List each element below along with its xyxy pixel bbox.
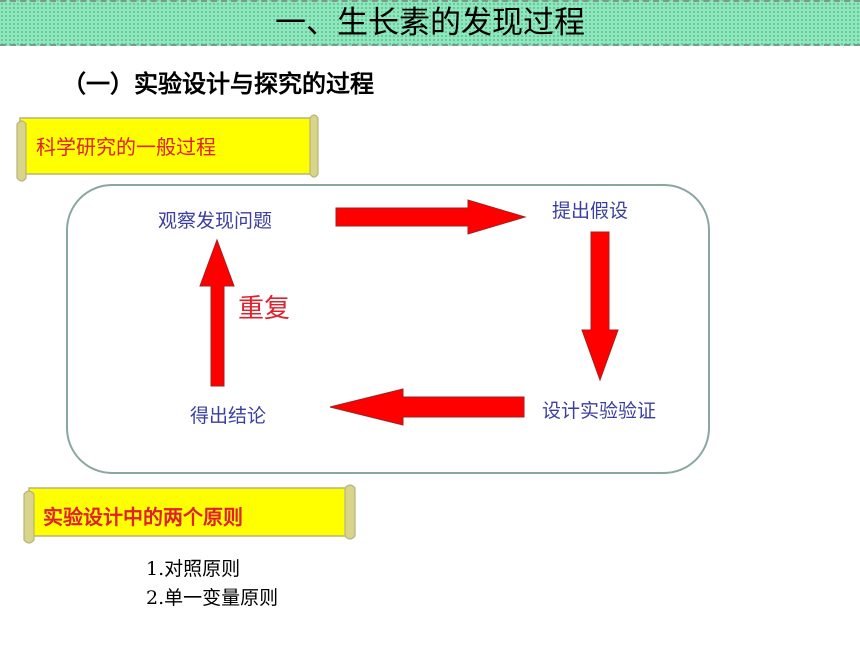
principles-list: 1.对照原则 2.单一变量原则 — [146, 555, 278, 613]
node-observe: 观察发现问题 — [158, 210, 273, 232]
node-conclusion: 得出结论 — [190, 405, 267, 427]
scroll-banner-research — [16, 114, 319, 182]
scroll-banner-principles — [23, 484, 356, 544]
section-subtitle: （一）实验设计与探究的过程 — [62, 70, 374, 98]
node-hypothesis: 提出假设 — [552, 200, 629, 222]
banner-principles-label: 实验设计中的两个原则 — [43, 505, 243, 529]
arrow-up — [199, 238, 235, 387]
repeat-label: 重复 — [238, 294, 291, 324]
principle-item: 1.对照原则 — [146, 558, 241, 580]
banner-research-label: 科学研究的一般过程 — [36, 135, 216, 159]
node-experiment: 设计实验验证 — [542, 400, 657, 422]
arrow-right — [335, 199, 527, 235]
arrow-left — [329, 388, 525, 426]
principle-item: 2.单一变量原则 — [146, 587, 279, 609]
title-bar — [0, 0, 860, 46]
arrow-down — [581, 231, 619, 382]
page-title: 一、生长素的发现过程 — [275, 5, 585, 41]
